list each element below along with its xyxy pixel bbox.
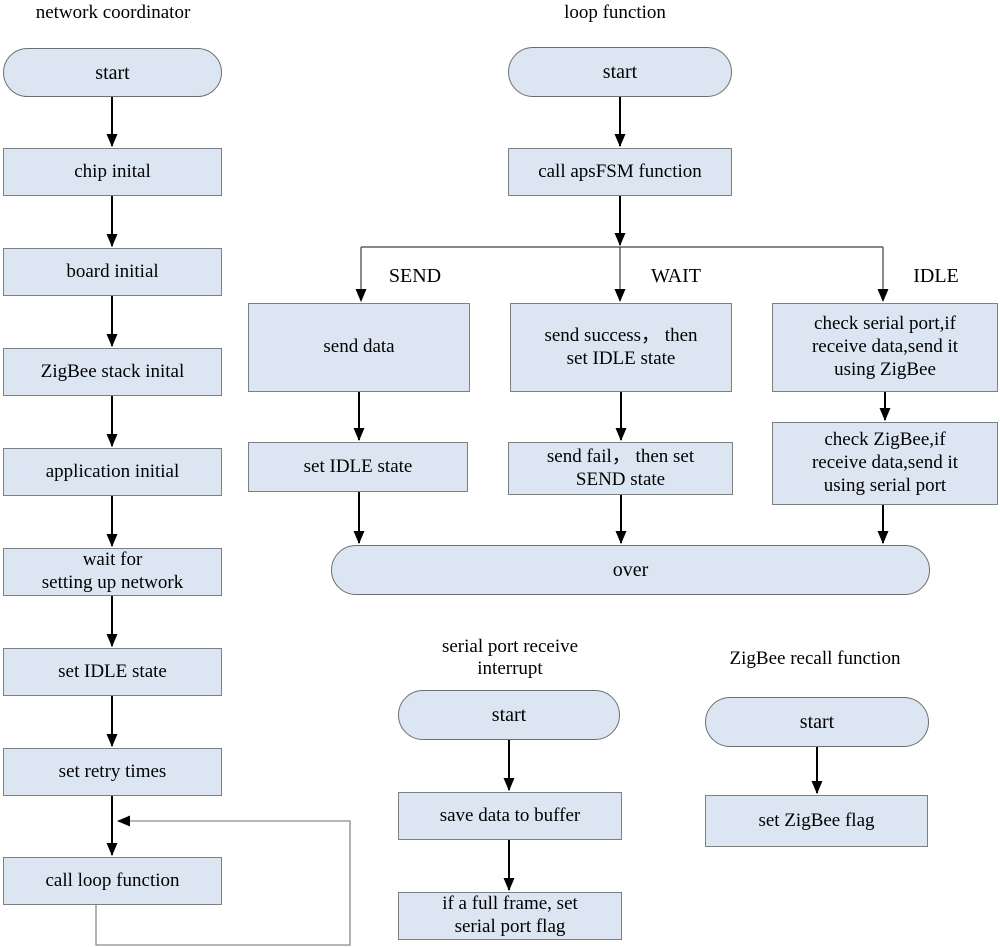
node-send-data: send data [248,303,470,392]
node-check-zigbee: check ZigBee,if receive data,send it usi… [772,422,998,505]
node-zigbee-stack-inital: ZigBee stack inital [3,348,222,396]
node-wait-for-network: wait for setting up network [3,548,222,596]
branch-label-wait: WAIT [651,265,701,287]
node-chip-inital: chip inital [3,148,222,196]
node-set-retry-times: set retry times [3,748,222,796]
node-lf-set-idle-state: set IDLE state [248,442,468,492]
title-network-coordinator: network coordinator [35,2,191,23]
node-save-data-to-buffer: save data to buffer [398,792,622,840]
node-board-initial: board initial [3,248,222,296]
node-si-start: start [398,690,620,740]
node-send-success: send success， then set IDLE state [510,303,732,392]
title-zigbee-recall-function: ZigBee recall function [729,648,901,669]
node-full-frame-flag: if a full frame, set serial port flag [398,892,622,940]
node-nc-start: start [3,48,222,97]
title-serial-port-interrupt: serial port receive interrupt [441,636,579,680]
branch-label-idle: IDLE [913,265,959,287]
node-application-initial: application initial [3,448,222,496]
node-nc-set-idle-state: set IDLE state [3,648,222,696]
node-send-fail: send fail， then set SEND state [508,442,733,495]
node-call-apsfsm-function: call apsFSM function [508,148,732,196]
node-check-serial-port: check serial port,if receive data,send i… [772,303,998,392]
node-over: over [331,545,930,595]
node-set-zigbee-flag: set ZigBee flag [705,795,928,847]
branch-label-send: SEND [388,265,442,287]
title-loop-function: loop function [564,2,666,23]
node-zr-start: start [705,697,929,747]
node-lf-start: start [508,47,732,97]
node-call-loop-function: call loop function [3,857,222,905]
